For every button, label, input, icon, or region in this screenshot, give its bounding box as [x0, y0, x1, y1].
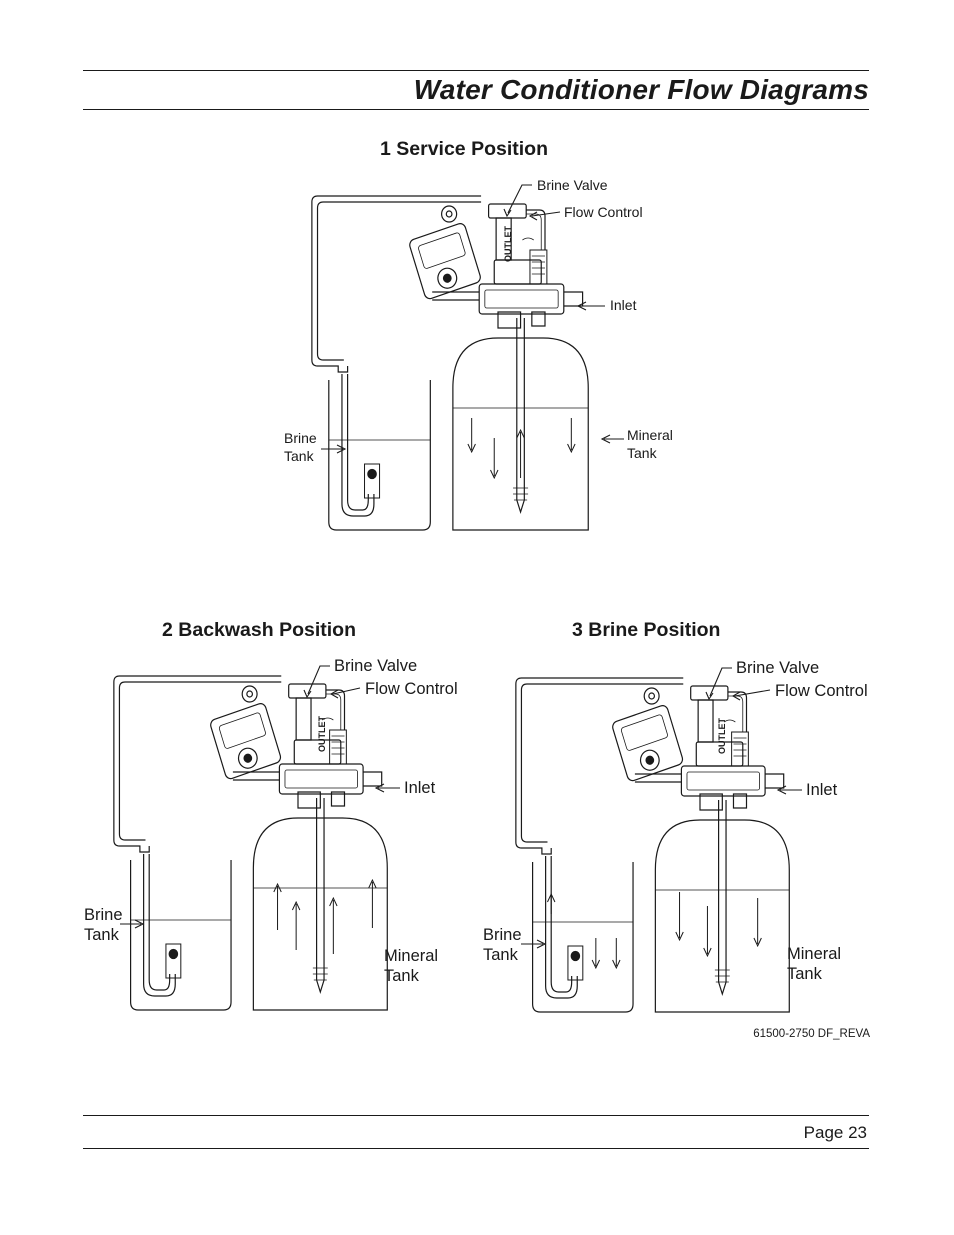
brine-diagram	[515, 677, 790, 1013]
diagram1-heading: 1 Service Position	[380, 138, 548, 160]
header-bottom-rule	[83, 109, 869, 110]
diagram2-heading: 2 Backwash Position	[162, 619, 356, 641]
page-title: Water Conditioner Flow Diagrams	[413, 74, 869, 105]
footer-top-rule	[83, 1115, 869, 1116]
backwash-diagram	[113, 675, 388, 1011]
d3-mineral-tank-label-line1: Mineral	[787, 945, 842, 963]
d1-brine-valve-label: Brine Valve	[537, 177, 608, 193]
d1-mineral-tank-label-line2: Tank	[627, 445, 657, 461]
d3-inlet-label: Inlet	[806, 781, 838, 799]
d3-brine-valve-label: Brine Valve	[736, 659, 820, 677]
d1-flow-control-label: Flow Control	[564, 204, 643, 220]
d1-outlet-label: OUTLET	[503, 226, 513, 262]
d2-flow-control-label: Flow Control	[365, 680, 458, 698]
d2-mineral-tank-label-line1: Mineral	[384, 947, 439, 965]
d3-outlet-label: OUTLET	[717, 718, 727, 754]
diagram3-heading: 3 Brine Position	[572, 619, 721, 641]
header-top-rule	[83, 70, 869, 71]
d1-brine-tank-label-line1: Brine	[284, 430, 317, 446]
d3-brine-tank-label-line1: Brine	[483, 926, 522, 944]
d2-brine-valve-label: Brine Valve	[334, 657, 418, 675]
page-number: Page 23	[803, 1123, 867, 1142]
d2-brine-tank-label-line1: Brine	[84, 906, 123, 924]
d1-brine-tank-label-line2: Tank	[284, 448, 314, 464]
d3-flow-control-label: Flow Control	[775, 682, 868, 700]
footer-bottom-rule	[83, 1148, 869, 1149]
service-diagram	[311, 195, 589, 531]
d2-inlet-label: Inlet	[404, 779, 436, 797]
d2-outlet-label: OUTLET	[317, 716, 327, 752]
d1-mineral-tank-label-line1: Mineral	[627, 427, 673, 443]
d2-brine-tank-label-line2: Tank	[84, 926, 119, 944]
d1-inlet-label: Inlet	[610, 297, 637, 313]
d3-mineral-tank-label-line2: Tank	[787, 965, 822, 983]
drawing-number: 61500-2750 DF_REVA	[753, 1028, 870, 1040]
d2-mineral-tank-label-line2: Tank	[384, 967, 419, 985]
d3-brine-tank-label-line2: Tank	[483, 946, 518, 964]
